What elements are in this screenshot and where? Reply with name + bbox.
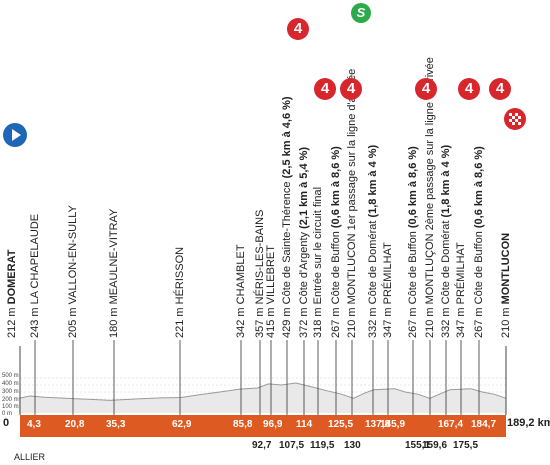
km-marker: 35,3 — [106, 419, 126, 430]
km-marker: 92,7 — [252, 440, 272, 451]
alt-tick-100: 100 m — [2, 404, 19, 410]
alt-tick-400: 400 m — [2, 381, 19, 387]
climb-category-badge: 4 — [287, 18, 309, 40]
waypoint-label: 210 m MONTLUCON 1er passage sur la ligne… — [346, 68, 358, 338]
waypoint-label: 318 m Entrée sur le circuit final — [312, 186, 324, 338]
km-marker: 155,1 — [405, 440, 431, 451]
alt-tick-500: 500 m — [2, 373, 19, 379]
waypoint-label: 415 m VILLEBRET — [265, 245, 277, 338]
climb-category-badge: 4 — [340, 78, 362, 100]
km-marker: 184,7 — [471, 419, 497, 430]
waypoint-label: 332 m Côte de Domérat (1,8 km à 4 %) — [367, 144, 379, 338]
km-marker: 137,8 — [365, 419, 391, 430]
waypoint-label: 347 m PRÉMILHAT — [382, 242, 394, 338]
alt-tick-0: 0 m — [2, 411, 13, 417]
km-marker: 20,8 — [65, 419, 85, 430]
km-marker: 175,5 — [453, 440, 479, 451]
km-marker: 85,8 — [233, 419, 253, 430]
km-marker: 145,9 — [380, 419, 406, 430]
km-marker: 125,5 — [328, 419, 354, 430]
waypoint-label: 243 m LA CHAPELAUDE — [29, 213, 41, 338]
sprint-badge: S — [351, 3, 371, 23]
waypoint-label: 372 m Côte d'Argenty (2,1 km à 5,4 %) — [298, 146, 310, 338]
alt-tick-300: 300 m — [2, 389, 19, 395]
climb-category-badge: 4 — [489, 78, 511, 100]
waypoint-label: 267 m Côte de Buffon (0,6 km à 8,6 %) — [330, 146, 342, 338]
waypoint-label: 180 m MEAULNE-VITRAY — [108, 208, 120, 338]
waypoint-label: 267 m Côte de Buffon (0,6 km à 8,6 %) — [407, 146, 419, 338]
start-flag-icon — [3, 123, 27, 147]
km-marker: 119,5 — [310, 440, 335, 451]
road-strip — [20, 415, 506, 437]
alt-tick-200: 200 m — [2, 397, 19, 403]
climb-category-badge: 4 — [458, 78, 480, 100]
waypoint-label: 267 m Côte de Buffon (0,6 km à 8,6 %) — [473, 146, 485, 338]
waypoint-label: 205 m VALLON-EN-SULLY — [67, 205, 79, 338]
km-marker: 62,9 — [172, 419, 192, 430]
finish-flag-icon — [504, 108, 526, 130]
elevation-line — [18, 382, 507, 401]
km-marker: 167,4 — [438, 419, 464, 430]
climb-category-badge: 4 — [415, 78, 437, 100]
waypoint-label: 212 m DOMERAT — [6, 249, 18, 338]
waypoint-label: 429 m Côte de Sainte-Thérence (2,5 km à … — [281, 96, 293, 338]
waypoint-label: 210 m MONTLUCON — [500, 232, 512, 338]
km-marker: 159,6 — [422, 440, 448, 451]
department-label: ALLIER — [14, 452, 46, 462]
km-marker: 130 — [344, 440, 361, 451]
climb-category-badge: 4 — [314, 78, 336, 100]
km-start: 0 — [3, 417, 10, 429]
km-marker: 4,3 — [27, 419, 41, 430]
waypoint-label: 332 m Côte de Domérat (1,8 km à 4 %) — [440, 144, 452, 338]
km-marker: 114 — [296, 419, 313, 430]
km-total: 189,2 km — [507, 417, 550, 429]
waypoint-label: 347 m PRÉMILHAT — [455, 242, 467, 338]
waypoint-label: 221 m HÉRISSON — [174, 246, 186, 338]
km-marker: 107,5 — [279, 440, 305, 451]
waypoint-label: 342 m CHAMBLET — [235, 244, 247, 338]
km-marker: 96,9 — [263, 419, 283, 430]
elevation-area — [19, 383, 506, 413]
